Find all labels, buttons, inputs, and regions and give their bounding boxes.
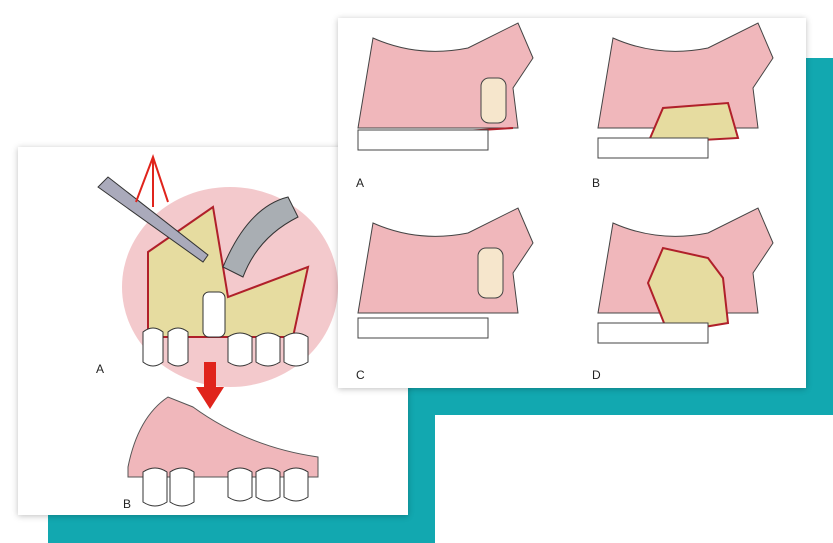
panel-d bbox=[597, 207, 774, 344]
forceps-instrument bbox=[222, 196, 299, 278]
panel-label-b: B bbox=[592, 176, 601, 190]
extraction-illustration bbox=[97, 154, 338, 507]
label-b: B bbox=[123, 497, 132, 511]
healed-gum bbox=[127, 396, 319, 478]
tooth-root bbox=[202, 291, 226, 338]
panel-label-c: C bbox=[356, 368, 365, 382]
label-a: A bbox=[96, 362, 105, 376]
panel-c bbox=[357, 207, 534, 339]
panel-label-a: A bbox=[356, 176, 365, 190]
arrow-down-icon bbox=[196, 362, 224, 409]
panel-label-d: D bbox=[592, 368, 601, 382]
maxilla-panels bbox=[357, 22, 774, 344]
right-illustration-card: A B C D bbox=[338, 18, 806, 388]
teeth-after bbox=[142, 467, 309, 507]
panel-b bbox=[597, 22, 774, 159]
panel-a bbox=[357, 22, 534, 151]
elevator-instrument bbox=[97, 176, 209, 263]
teeth bbox=[142, 327, 309, 367]
arrow-up-icon bbox=[135, 154, 169, 207]
